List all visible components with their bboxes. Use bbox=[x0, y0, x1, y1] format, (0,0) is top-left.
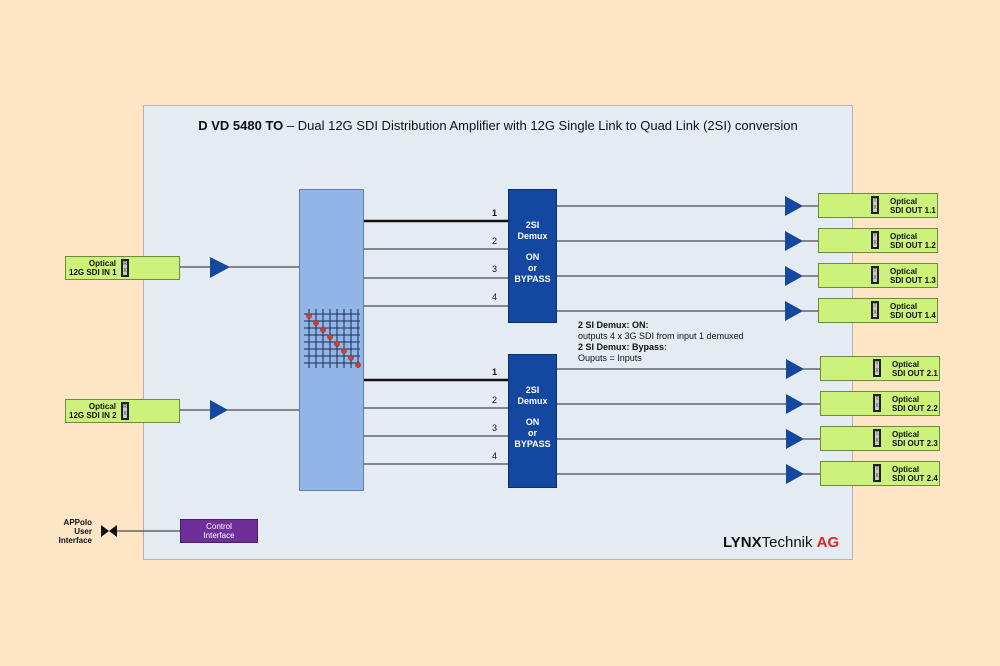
channel-number: 4 bbox=[492, 292, 498, 302]
output-label: SDI OUT 1.3 bbox=[890, 276, 936, 285]
input-box-1: Optical 12G SDI IN 1 R X bbox=[65, 256, 180, 280]
tx-connector-icon: T X bbox=[873, 394, 881, 412]
demux-mode-or: or bbox=[528, 263, 537, 273]
brand-logo: LYNXTechnik AG bbox=[723, 534, 839, 551]
tx-connector-icon: T X bbox=[871, 231, 879, 249]
bidirectional-arrow-icon bbox=[101, 525, 109, 537]
tx-connector-icon: T X bbox=[871, 266, 879, 284]
input-label: 12G SDI IN 2 bbox=[69, 411, 117, 420]
amplifier-icon bbox=[786, 429, 804, 449]
channel-number: 3 bbox=[492, 264, 498, 274]
amplifier-icon bbox=[785, 266, 803, 286]
output-box-1-1: T X Optical SDI OUT 1.1 bbox=[818, 193, 938, 218]
output-box-1-2: T X Optical SDI OUT 1.2 bbox=[818, 228, 938, 253]
output-box-1-4: T X Optical SDI OUT 1.4 bbox=[818, 298, 938, 323]
output-label: Optical bbox=[890, 197, 918, 206]
apollo-user-interface-label: APPolo User Interface bbox=[40, 518, 92, 545]
tx-connector-icon: T X bbox=[873, 359, 881, 377]
bidirectional-arrow-icon bbox=[109, 525, 117, 537]
brand-bold: LYNX bbox=[723, 534, 762, 551]
input-label: 12G SDI IN 1 bbox=[69, 268, 117, 277]
output-label: SDI OUT 2.1 bbox=[892, 369, 938, 378]
output-label: SDI OUT 1.4 bbox=[890, 311, 936, 320]
apollo-label: Interface bbox=[58, 536, 92, 545]
input-label: Optical bbox=[88, 259, 116, 268]
crosspoint-matrix bbox=[299, 189, 364, 491]
tx-connector-icon: T X bbox=[871, 301, 879, 319]
output-box-1-3: T X Optical SDI OUT 1.3 bbox=[818, 263, 938, 288]
output-box-2-4: T X Optical SDI OUT 2.4 bbox=[820, 461, 940, 486]
demux-block-2: 2SI Demux ON or BYPASS bbox=[508, 354, 557, 488]
demux-label: Demux bbox=[517, 231, 548, 241]
output-label: SDI OUT 2.3 bbox=[892, 439, 938, 448]
amplifier-icon bbox=[786, 359, 804, 379]
diagram-title: D VD 5480 TO – Dual 12G SDI Distribution… bbox=[143, 118, 853, 133]
output-box-2-2: T X Optical SDI OUT 2.2 bbox=[820, 391, 940, 416]
output-label: Optical bbox=[892, 465, 920, 474]
output-label: Optical bbox=[890, 302, 918, 311]
control-label: Control bbox=[206, 522, 232, 531]
control-label: Interface bbox=[203, 531, 235, 540]
amplifier-icon bbox=[786, 394, 804, 414]
output-label: SDI OUT 1.1 bbox=[890, 206, 936, 215]
channel-number: 1 bbox=[492, 367, 498, 377]
channel-number: 2 bbox=[492, 395, 498, 405]
input-box-2: Optical 12G SDI IN 2 R X bbox=[65, 399, 180, 423]
amplifier-icon bbox=[210, 400, 228, 420]
output-label: Optical bbox=[890, 267, 918, 276]
output-label: Optical bbox=[892, 395, 920, 404]
demux-mode-bypass: BYPASS bbox=[514, 274, 551, 284]
demux-note: 2 SI Demux: ON: outputs 4 x 3G SDI from … bbox=[578, 320, 744, 364]
channel-number: 2 bbox=[492, 236, 498, 246]
note-bypass-text: Ouputs = Inputs bbox=[578, 353, 642, 363]
demux-label: 2SI bbox=[525, 385, 540, 395]
crosspoint-grid-icon bbox=[304, 309, 361, 368]
amplifier-icon bbox=[785, 301, 803, 321]
output-label: SDI OUT 2.2 bbox=[892, 404, 938, 413]
output-box-2-1: T X Optical SDI OUT 2.1 bbox=[820, 356, 940, 381]
demux-block-1: 2SI Demux ON or BYPASS bbox=[508, 189, 557, 323]
device-panel bbox=[143, 105, 853, 560]
demux-mode-on: ON bbox=[525, 417, 540, 427]
tx-connector-icon: T X bbox=[873, 429, 881, 447]
demux-mode-or: or bbox=[528, 428, 537, 438]
amplifier-icon bbox=[785, 196, 803, 216]
channel-number: 4 bbox=[492, 451, 498, 461]
control-interface-block: Control Interface bbox=[180, 519, 258, 543]
note-on-title: 2 SI Demux: ON: bbox=[578, 320, 649, 330]
apollo-label: APPolo bbox=[63, 518, 92, 527]
note-on-text: outputs 4 x 3G SDI from input 1 demuxed bbox=[578, 331, 744, 341]
amplifier-icon bbox=[786, 464, 804, 484]
output-box-2-3: T X Optical SDI OUT 2.3 bbox=[820, 426, 940, 451]
brand-regular: Technik bbox=[761, 534, 817, 551]
apollo-label: User bbox=[74, 527, 92, 536]
channel-number: 3 bbox=[492, 423, 498, 433]
tx-connector-icon: T X bbox=[871, 196, 879, 214]
demux-mode-bypass: BYPASS bbox=[514, 439, 551, 449]
output-label: Optical bbox=[892, 360, 920, 369]
demux-label: 2SI bbox=[525, 220, 540, 230]
amplifier-icon bbox=[785, 231, 803, 251]
rx-connector-icon: R X bbox=[121, 259, 129, 277]
tx-connector-icon: T X bbox=[873, 464, 881, 482]
input-label: Optical bbox=[88, 402, 116, 411]
output-label: Optical bbox=[890, 232, 918, 241]
amplifier-icon bbox=[210, 257, 230, 278]
output-label: SDI OUT 2.4 bbox=[892, 474, 938, 483]
rx-connector-icon: R X bbox=[121, 402, 129, 420]
demux-mode-on: ON bbox=[525, 252, 540, 262]
demux-label: Demux bbox=[517, 396, 548, 406]
output-label: SDI OUT 1.2 bbox=[890, 241, 936, 250]
model-description: – Dual 12G SDI Distribution Amplifier wi… bbox=[283, 118, 798, 133]
channel-number: 1 bbox=[492, 208, 498, 218]
note-bypass-title: 2 SI Demux: Bypass: bbox=[578, 342, 668, 352]
model-name: D VD 5480 TO bbox=[198, 118, 284, 133]
brand-accent: AG bbox=[816, 534, 840, 551]
output-label: Optical bbox=[892, 430, 920, 439]
